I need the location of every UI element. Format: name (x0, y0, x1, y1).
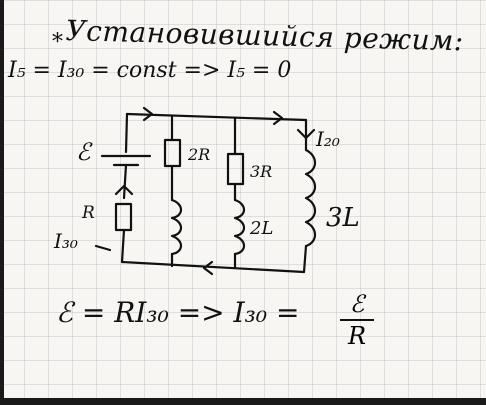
bottom-wire (120, 260, 306, 274)
inductor-3l (304, 148, 317, 248)
resistor-2r-label: 2R (187, 145, 210, 164)
emf-label: ℰ (76, 138, 93, 166)
page-edge-left (0, 0, 4, 405)
left-wire-upper (124, 112, 129, 154)
left-wire-mid (122, 163, 128, 200)
i20-label: I₂₀ (315, 127, 340, 151)
final-equation: ℰ = RI₃₀ => I₃₀ = (56, 296, 300, 329)
i30-label: I₃₀ (53, 229, 78, 253)
bottom-wire-arrow (202, 260, 214, 276)
r-label: R (81, 203, 95, 223)
top-wire (125, 112, 308, 122)
inductor-2l-label: 2L (249, 218, 273, 239)
star-mark: * (52, 30, 63, 55)
top-wire-arrow-1 (142, 106, 154, 122)
left-wire-lower (120, 228, 126, 264)
inductor-branch3 (233, 198, 246, 256)
fraction-bar (340, 319, 374, 321)
i30-tick (94, 244, 112, 252)
inductor-3l-label: 3L (326, 203, 360, 233)
fraction-numerator: ℰ (349, 290, 365, 318)
inductor-branch2 (170, 198, 183, 256)
fraction-denominator: R (347, 322, 367, 350)
resistor-3r-label: 3R (250, 162, 272, 181)
left-current-arrow (114, 184, 134, 196)
result-fraction: ℰ R (340, 290, 374, 350)
page-edge-bottom (0, 398, 486, 405)
right-wire-bottom (302, 244, 308, 274)
current-condition: I₅ = I₃₀ = const => I₅ = 0 (8, 58, 292, 83)
top-wire-arrow-2 (272, 110, 284, 126)
